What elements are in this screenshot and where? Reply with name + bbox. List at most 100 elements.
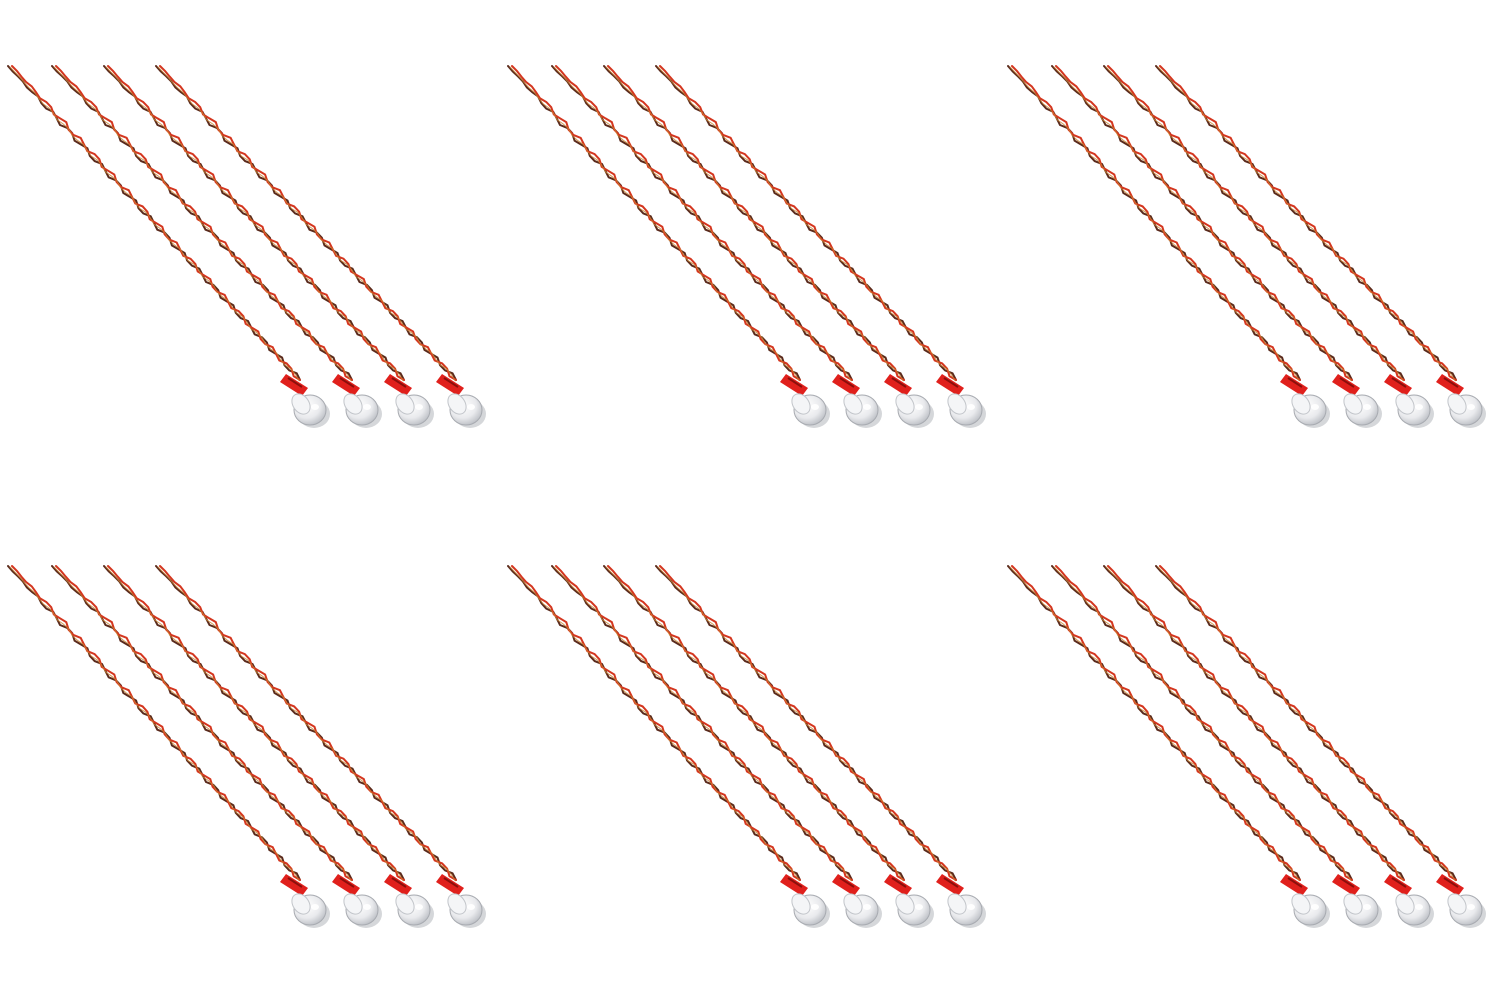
lead-wire-red: [1055, 565, 1353, 881]
led-flange: [447, 393, 467, 415]
led-assembly: [1103, 565, 1434, 928]
sleeve-shading: [891, 377, 907, 388]
heat-shrink-sleeve: [936, 874, 964, 896]
led-highlight: [1311, 904, 1319, 910]
led-flange: [1343, 893, 1363, 915]
led-flange: [843, 393, 863, 415]
sleeve-shading: [339, 877, 355, 888]
lead-wire-copper: [1053, 66, 1352, 382]
heat-shrink-sleeve: [384, 874, 412, 896]
led-flange: [1395, 893, 1415, 915]
sleeve-shading: [1391, 877, 1407, 888]
led-set-illustration: [7, 565, 486, 928]
led-assembly: [603, 565, 934, 928]
sleeve-shading: [787, 377, 803, 388]
led-highlight: [863, 904, 871, 910]
led-highlight: [1415, 904, 1423, 910]
led-flange: [791, 393, 811, 415]
sleeve-shading: [839, 877, 855, 888]
lead-wire-copper: [1105, 566, 1404, 882]
lead-wire-copper: [657, 566, 956, 882]
led-highlight: [1311, 404, 1319, 410]
lead-wire-red: [659, 65, 957, 381]
sleeve-shading: [391, 377, 407, 388]
led-flange: [843, 893, 863, 915]
led-assembly: [155, 65, 486, 428]
heat-shrink-sleeve: [1436, 874, 1464, 896]
led-assembly: [655, 565, 986, 928]
heat-shrink-sleeve: [280, 874, 308, 896]
led-flange: [1447, 393, 1467, 415]
lead-wire-red: [607, 565, 905, 881]
lead-wire-red: [555, 565, 853, 881]
sleeve-shading: [787, 877, 803, 888]
sleeve-shading: [943, 877, 959, 888]
sleeve-shading: [1287, 377, 1303, 388]
led-flange: [395, 893, 415, 915]
led-highlight: [467, 404, 475, 410]
heat-shrink-sleeve: [780, 374, 808, 396]
led-assembly: [155, 565, 486, 928]
led-highlight: [1467, 904, 1475, 910]
led-assembly: [51, 565, 382, 928]
heat-shrink-sleeve: [936, 374, 964, 396]
lead-wire-copper: [157, 66, 456, 382]
lead-wire-red: [607, 65, 905, 381]
heat-shrink-sleeve: [1332, 874, 1360, 896]
led-flange: [291, 893, 311, 915]
lead-wire-copper: [1053, 566, 1352, 882]
sleeve-shading: [1391, 377, 1407, 388]
lead-wire-copper: [9, 66, 300, 382]
heat-shrink-sleeve: [1332, 374, 1360, 396]
led-set-illustration: [507, 565, 986, 928]
led-assembly: [551, 565, 882, 928]
led-flange: [1343, 393, 1363, 415]
product-photo-tile: [500, 0, 1000, 500]
lead-wire-red: [55, 565, 353, 881]
heat-shrink-sleeve: [436, 374, 464, 396]
led-flange: [291, 393, 311, 415]
product-photo-tile: [0, 500, 500, 1000]
led-highlight: [415, 404, 423, 410]
led-assembly: [7, 565, 330, 928]
heat-shrink-sleeve: [384, 374, 412, 396]
led-highlight: [811, 904, 819, 910]
heat-shrink-sleeve: [832, 874, 860, 896]
lead-wire-copper: [553, 66, 852, 382]
led-assembly: [1103, 65, 1434, 428]
lead-wire-copper: [509, 566, 800, 882]
sleeve-shading: [287, 877, 303, 888]
product-photo-tile: [500, 500, 1000, 1000]
lead-wire-copper: [509, 66, 800, 382]
led-assembly: [1051, 565, 1382, 928]
led-assembly: [655, 65, 986, 428]
lead-wire-red: [107, 65, 405, 381]
heat-shrink-sleeve: [1384, 874, 1412, 896]
led-flange: [895, 893, 915, 915]
lead-wire-red: [107, 565, 405, 881]
heat-shrink-sleeve: [780, 874, 808, 896]
heat-shrink-sleeve: [884, 874, 912, 896]
led-set-illustration: [1007, 565, 1486, 928]
product-photo-tile: [1000, 0, 1500, 500]
led-set-illustration: [7, 65, 486, 428]
lead-wire-red: [55, 65, 353, 381]
lead-wire-red: [159, 565, 457, 881]
led-highlight: [915, 404, 923, 410]
led-assembly: [103, 65, 434, 428]
led-highlight: [311, 404, 319, 410]
sleeve-shading: [443, 377, 459, 388]
heat-shrink-sleeve: [1280, 374, 1308, 396]
product-photo-tile: [1000, 500, 1500, 1000]
lead-wire-red: [1055, 65, 1353, 381]
led-flange: [1395, 393, 1415, 415]
led-assembly: [1051, 65, 1382, 428]
led-highlight: [363, 904, 371, 910]
led-flange: [791, 893, 811, 915]
lead-wire-copper: [553, 566, 852, 882]
led-highlight: [967, 404, 975, 410]
sleeve-shading: [891, 877, 907, 888]
lead-wire-red: [1011, 565, 1301, 881]
heat-shrink-sleeve: [280, 374, 308, 396]
heat-shrink-sleeve: [332, 874, 360, 896]
